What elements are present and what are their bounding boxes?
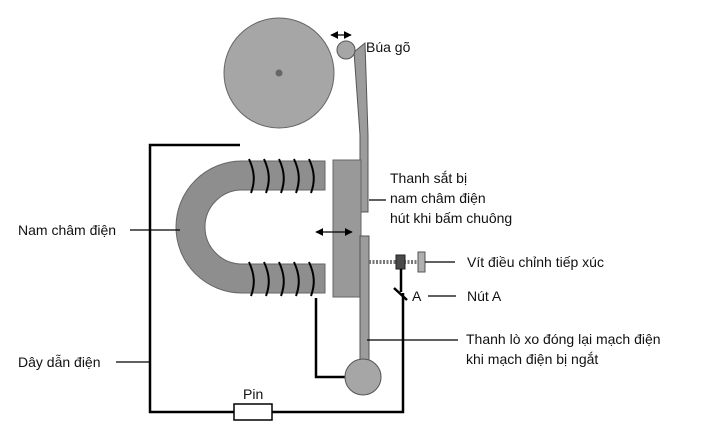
spring-label-line1: Thanh lò xo đóng lại mạch điện [466,331,661,347]
bell-dome [223,17,335,129]
spring-label-line2: khi mạch điện bị ngắt [466,351,598,367]
pivot-ball [344,358,382,396]
button-label: Nút A [467,288,502,304]
spring-strip [359,235,370,370]
adjust-screw-label: Vít điều chỉnh tiếp xúc [467,254,604,270]
button-letter: A [412,288,422,304]
hammer [336,40,369,213]
armature-label-line2: nam châm điện [390,190,486,206]
battery [233,403,273,421]
hammer-label: Búa gõ [366,39,411,55]
armature-label-line1: Thanh sắt bị [390,170,467,186]
leader-lines [116,199,458,363]
armature-label-line3: hút khi bấm chuông [390,210,512,226]
wire-circuit [148,143,408,414]
armature-plate [332,159,362,298]
wire-label: Dây dẫn điện [18,354,101,370]
battery-label: Pin [243,386,263,402]
electromagnet-core [175,160,326,294]
contact-screw [369,251,426,273]
coil-upper [248,158,315,194]
coil-lower [248,261,315,297]
electromagnet-label: Nam châm điện [18,222,116,238]
